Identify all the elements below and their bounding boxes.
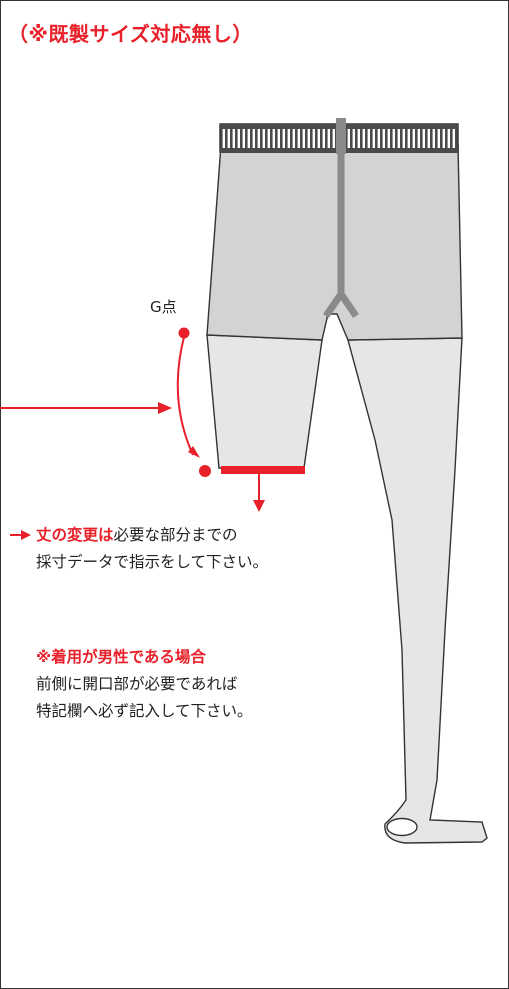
measure-curve-arrow — [176, 336, 194, 456]
male-note-line-2: 特記欄へ必ず記入して下さい。 — [36, 702, 253, 720]
g-point-dot — [178, 327, 190, 339]
g-point-label: G点 — [150, 298, 177, 316]
hip-section — [206, 144, 463, 341]
length-note-line-2: 採寸データで指示をして下さい。 — [36, 553, 269, 571]
length-change-note: 丈の変更は必要な部分までの 採寸データで指示をして下さい。 — [36, 522, 268, 576]
no-ready-made-size-note: （※既製サイズ対応無し） — [8, 22, 253, 46]
male-note-line-1: 前側に開口部が必要であれば — [36, 675, 238, 693]
length-change-indicator — [0, 327, 305, 540]
waistband-center-seam — [336, 118, 346, 154]
measure-arrow-head — [188, 446, 200, 458]
length-note-rest: 必要な部分までの — [113, 526, 238, 544]
hem-line — [221, 466, 305, 474]
note-arrow-head — [21, 530, 31, 540]
heel-opening — [386, 817, 418, 837]
side-arrow-head — [158, 402, 172, 414]
right-leg — [347, 337, 488, 844]
length-note-emphasis: 丈の変更は — [36, 526, 114, 544]
left-leg-lower — [206, 334, 323, 469]
hem-dot — [199, 465, 211, 477]
male-wearer-note: ※着用が男性である場合 前側に開口部が必要であれば 特記欄へ必ず記入して下さい。 — [36, 644, 253, 725]
length-note-line-1: 丈の変更は必要な部分までの — [36, 522, 268, 549]
hem-down-arrow-head — [253, 500, 265, 512]
crotch-seam — [323, 148, 359, 318]
male-note-heading: ※着用が男性である場合 — [36, 648, 206, 666]
